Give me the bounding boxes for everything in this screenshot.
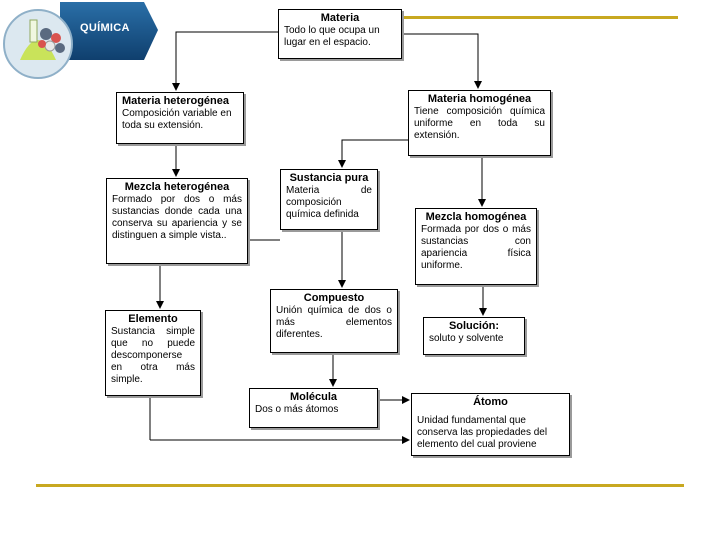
node-sustancia-pura-desc: Materia de composición química definida xyxy=(286,185,372,220)
node-heterogenea-title: Materia heterogénea xyxy=(122,95,229,107)
node-compuesto-title: Compuesto xyxy=(303,292,365,304)
logo-title: QUÍMICA xyxy=(80,22,130,34)
node-solucion-title: Solución: xyxy=(448,320,500,332)
node-mezcla-homogenea: Mezcla homogénea Formada por dos o más s… xyxy=(415,208,537,285)
node-materia-homogenea: Materia homogénea Tiene composición quím… xyxy=(408,90,551,156)
node-mezcla-het-desc: Formado por dos o más sustancias donde c… xyxy=(112,194,242,241)
node-homogenea-title: Materia homogénea xyxy=(427,93,532,105)
node-molecula-title: Molécula xyxy=(289,391,338,403)
node-compuesto-desc: Unión química de dos o más elementos dif… xyxy=(276,305,392,340)
node-homogenea-desc: Tiene composición química uniforme en to… xyxy=(414,106,545,141)
node-atomo: Átomo Unidad fundamental que conserva la… xyxy=(411,393,570,456)
node-heterogenea-desc: Composición variable en toda su extensió… xyxy=(122,108,232,131)
node-compuesto: Compuesto Unión química de dos o más ele… xyxy=(270,289,398,353)
node-mezcla-hom-title: Mezcla homogénea xyxy=(425,211,527,223)
node-atomo-title: Átomo xyxy=(473,396,508,408)
node-elemento: Elemento Sustancia simple que no puede d… xyxy=(105,310,201,396)
node-solucion-desc: soluto y solvente xyxy=(429,333,504,344)
node-mezcla-het-title: Mezcla heterogénea xyxy=(124,181,230,193)
node-materia-title: Materia xyxy=(320,12,360,24)
node-sustancia-pura: Sustancia pura Materia de composición qu… xyxy=(280,169,378,230)
node-solucion: Solución: soluto y solvente xyxy=(423,317,525,355)
node-mezcla-heterogenea: Mezcla heterogénea Formado por dos o más… xyxy=(106,178,248,264)
quimica-logo: QUÍMICA xyxy=(0,0,160,82)
node-molecula-desc: Dos o más átomos xyxy=(255,404,339,415)
node-materia-heterogenea: Materia heterogénea Composición variable… xyxy=(116,92,244,144)
node-sustancia-pura-title: Sustancia pura xyxy=(289,172,369,184)
node-materia-desc: Todo lo que ocupa un lugar en el espacio… xyxy=(284,25,380,48)
bottom-rule xyxy=(36,484,684,487)
node-materia: Materia Todo lo que ocupa un lugar en el… xyxy=(278,9,402,59)
node-atomo-desc: Unidad fundamental que conserva las prop… xyxy=(417,415,548,450)
node-elemento-desc: Sustancia simple que no puede descompone… xyxy=(111,326,195,385)
top-rule-right xyxy=(400,16,678,19)
node-mezcla-hom-desc: Formada por dos o más sustancias con apa… xyxy=(421,224,531,271)
node-elemento-title: Elemento xyxy=(128,313,178,325)
node-molecula: Molécula Dos o más átomos xyxy=(249,388,378,428)
